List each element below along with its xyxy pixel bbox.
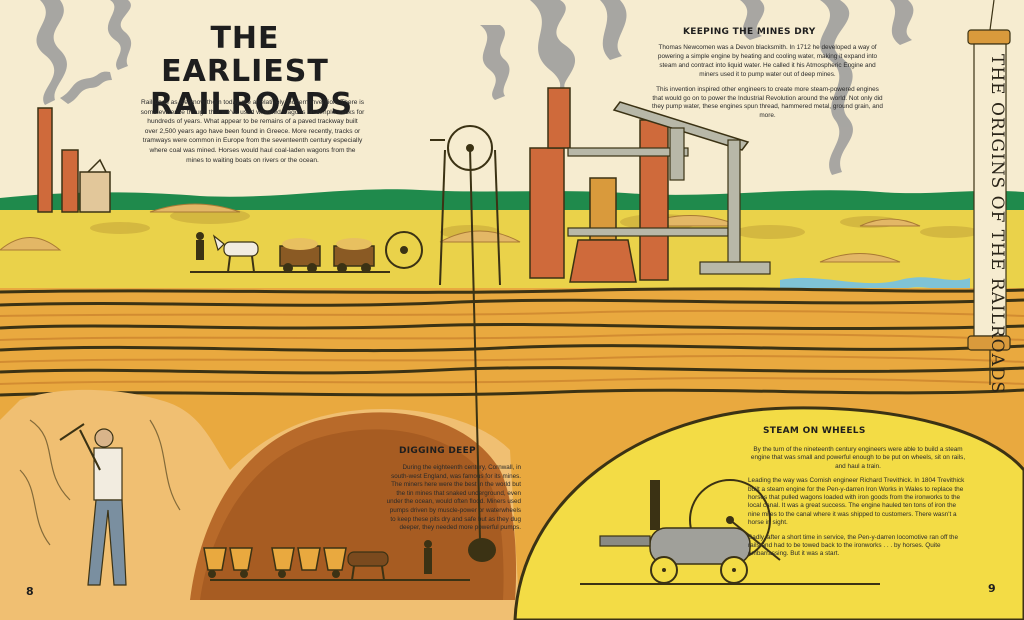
winding-tower xyxy=(385,125,501,541)
left-chimney xyxy=(37,107,111,213)
surface-train xyxy=(190,232,390,273)
underground-train xyxy=(203,540,470,581)
digging-heading: DIGGING DEEP xyxy=(399,446,476,456)
green-hills xyxy=(0,189,1024,214)
steam-paragraph: By the turn of the nineteenth century en… xyxy=(750,446,966,470)
page-number-right: 9 xyxy=(988,582,996,595)
digging-paragraph: During the eighteenth century, Cornwall,… xyxy=(386,464,521,532)
miner-figure xyxy=(59,423,127,586)
locomotive xyxy=(580,479,880,585)
mines-heading: KEEPING THE MINES DRY xyxy=(683,27,816,37)
steam-heading: STEAM ON WHEELS xyxy=(763,426,866,436)
intro-paragraph: Railroads as we know them today are a re… xyxy=(140,99,365,164)
scroll-banner xyxy=(967,0,1011,385)
mines-paragraph: This invention inspired other engineers … xyxy=(652,85,883,120)
steam-paragraph: Sadly, after a short time in service, th… xyxy=(748,533,959,558)
page-title: THE EARLIEST RAILROADS xyxy=(150,21,354,122)
steam-paragraph: Leading the way was Cornish engineer Ric… xyxy=(748,477,965,527)
steam-body: By the turn of the nineteenth century en… xyxy=(748,446,968,565)
scroll-label: THE ORIGINS OF THE RAILROADS xyxy=(987,54,1007,395)
mines-body: Thomas Newcomen was a Devon blacksmith. … xyxy=(650,44,885,127)
engine-house xyxy=(529,87,771,283)
ore-bucket xyxy=(468,538,496,562)
strata-lines xyxy=(0,287,1024,397)
page-number-left: 8 xyxy=(26,585,34,598)
smoke-plumes xyxy=(36,0,914,175)
mines-paragraph: Thomas Newcomen was a Devon blacksmith. … xyxy=(657,44,878,78)
